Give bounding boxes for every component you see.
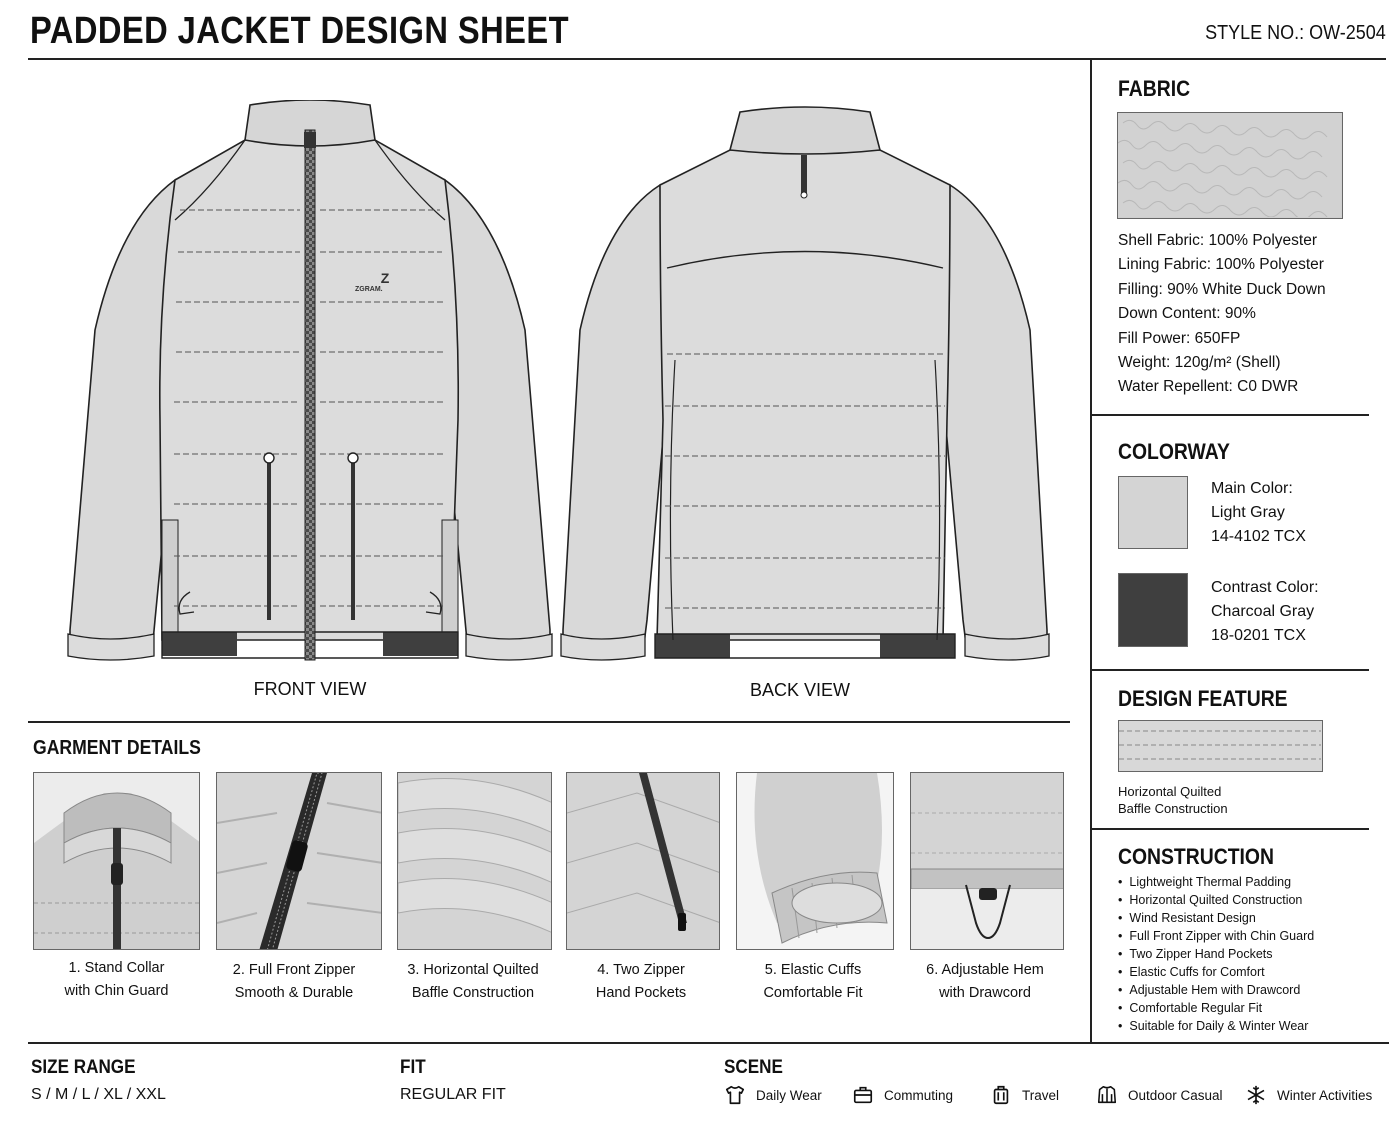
fabric-spec-shell: Shell Fabric: 100% Polyester <box>1118 232 1318 249</box>
contrast-color-label: Contrast Color: <box>1211 579 1319 596</box>
detail-caption-6-line1: 6. Adjustable Hem <box>926 962 1044 978</box>
fit-value: REGULAR FIT <box>400 1086 506 1103</box>
back-view-label: BACK VIEW <box>749 680 851 700</box>
detail-caption-3-line1: 3. Horizontal Quilted <box>407 962 539 978</box>
construction-item: Wind Resistant Design <box>1118 909 1314 927</box>
contrast-color-code: 18-0201 TCX <box>1211 627 1306 644</box>
details-divider <box>28 721 1070 723</box>
construction-item: Comfortable Regular Fit <box>1118 999 1314 1017</box>
detail-caption-1-line1: 1. Stand Collar <box>68 960 165 976</box>
scene-winter-activities: Winter Activities <box>1245 1084 1372 1106</box>
scene-heading: SCENE <box>724 1057 783 1078</box>
svg-text:Z: Z <box>381 270 390 286</box>
detail-image-elastic-cuff <box>736 772 894 950</box>
sidebar-divider <box>1090 60 1092 1042</box>
front-view-flat-sketch: Z <box>67 100 553 661</box>
detail-image-pocket-zipper <box>566 772 720 950</box>
detail-caption-5-line1: 5. Elastic Cuffs <box>764 962 862 978</box>
fabric-spec-list: Shell Fabric: 100% Polyester Lining Fabr… <box>1118 229 1326 400</box>
main-color-name: Light Gray <box>1211 504 1285 521</box>
snowflake-icon <box>1247 1085 1265 1105</box>
fabric-swatch <box>1117 112 1343 220</box>
construction-item: Two Zipper Hand Pockets <box>1118 945 1314 963</box>
back-view-flat-sketch <box>560 106 1050 661</box>
size-range-heading: SIZE RANGE <box>31 1057 136 1078</box>
detail-caption-1: 1. Stand Collar with Chin Guard <box>33 957 200 1003</box>
luggage-icon <box>993 1085 1009 1105</box>
jacket-icon <box>1097 1085 1117 1104</box>
construction-item: Adjustable Hem with Drawcord <box>1118 981 1314 999</box>
contrast-color-swatch <box>1118 573 1188 647</box>
fabric-spec-weight: Weight: 120g/m² (Shell) <box>1118 354 1281 372</box>
detail-image-front-zipper <box>216 772 382 950</box>
detail-caption-4: 4. Two Zipper Hand Pockets <box>566 959 716 1005</box>
detail-caption-4-line1: 4. Two Zipper <box>597 962 685 978</box>
logo-text: ZGRAM. <box>355 286 383 293</box>
fabric-divider <box>1092 414 1369 416</box>
design-feature-caption: Horizontal Quilted Baffle Construction <box>1118 783 1228 817</box>
header-divider <box>28 58 1386 60</box>
fabric-spec-water-repellent: Water Repellent: C0 DWR <box>1118 378 1299 396</box>
fit-heading: FIT <box>400 1057 426 1078</box>
detail-caption-2-line2: Smooth & Durable <box>234 985 354 1001</box>
scene-outdoor-casual: Outdoor Casual <box>1096 1084 1223 1106</box>
detail-image-stand-collar <box>33 772 200 950</box>
scene-commuting: Commuting <box>852 1084 953 1106</box>
detail-caption-5-line2: Comfortable Fit <box>763 985 863 1001</box>
front-view-label: FRONT VIEW <box>253 679 367 699</box>
quilting-swatch <box>1118 720 1323 772</box>
detail-caption-6-line2: with Drawcord <box>939 985 1031 1001</box>
main-color-info: Main Color: Light Gray 14-4102 TCX <box>1211 477 1306 549</box>
design-feature-line2: Baffle Construction <box>1118 801 1228 816</box>
scene-label: Winter Activities <box>1277 1087 1373 1103</box>
fabric-spec-down-content: Down Content: 90% <box>1118 305 1256 323</box>
design-feature-divider <box>1092 828 1369 830</box>
detail-caption-6: 6. Adjustable Hem with Drawcord <box>905 959 1065 1005</box>
construction-list: Lightweight Thermal Padding Horizontal Q… <box>1118 873 1314 1035</box>
scene-label: Commuting <box>884 1087 954 1103</box>
fabric-spec-fill-power: Fill Power: 650FP <box>1118 329 1241 347</box>
briefcase-icon <box>853 1086 873 1104</box>
fabric-spec-filling: Filling: 90% White Duck Down <box>1118 280 1326 298</box>
construction-item: Suitable for Daily & Winter Wear <box>1118 1017 1314 1035</box>
detail-image-drawcord-hem <box>910 772 1064 950</box>
scene-label: Outdoor Casual <box>1128 1087 1223 1103</box>
page-title: PADDED JACKET DESIGN SHEET <box>30 10 569 52</box>
design-feature-line1: Horizontal Quilted <box>1118 784 1222 799</box>
detail-image-quilting <box>397 772 552 950</box>
garment-details-heading: GARMENT DETAILS <box>33 737 201 759</box>
detail-caption-3-line2: Baffle Construction <box>411 985 535 1001</box>
construction-item: Elastic Cuffs for Comfort <box>1118 963 1314 981</box>
detail-caption-3: 3. Horizontal Quilted Baffle Constructio… <box>390 959 556 1005</box>
main-color-label: Main Color: <box>1211 480 1293 497</box>
detail-caption-4-line2: Hand Pockets <box>595 985 687 1001</box>
main-color-code: 14-4102 TCX <box>1211 528 1306 545</box>
detail-caption-2-line1: 2. Full Front Zipper <box>232 962 356 978</box>
tshirt-icon <box>725 1085 745 1105</box>
detail-caption-5: 5. Elastic Cuffs Comfortable Fit <box>737 959 889 1005</box>
contrast-color-name: Charcoal Gray <box>1211 603 1315 620</box>
scene-label: Daily Wear <box>756 1087 822 1103</box>
size-range-values: S / M / L / XL / XXL <box>31 1086 166 1103</box>
construction-item: Horizontal Quilted Construction <box>1118 891 1314 909</box>
footer-divider <box>28 1042 1389 1044</box>
scene-label: Travel <box>1022 1087 1060 1103</box>
style-number: STYLE NO.: OW-2504 <box>1205 22 1386 44</box>
scene-daily-wear: Daily Wear <box>724 1084 822 1106</box>
detail-caption-1-line2: with Chin Guard <box>64 983 169 999</box>
colorway-heading: COLORWAY <box>1118 439 1230 464</box>
scene-travel: Travel <box>990 1084 1059 1106</box>
construction-item: Lightweight Thermal Padding <box>1118 873 1314 891</box>
colorway-divider <box>1092 669 1369 671</box>
construction-heading: CONSTRUCTION <box>1118 844 1274 869</box>
design-feature-heading: DESIGN FEATURE <box>1118 686 1288 711</box>
detail-caption-2: 2. Full Front Zipper Smooth & Durable <box>211 959 377 1005</box>
contrast-color-info: Contrast Color: Charcoal Gray 18-0201 TC… <box>1211 576 1319 648</box>
fabric-heading: FABRIC <box>1118 76 1191 101</box>
main-color-swatch <box>1118 476 1188 549</box>
fabric-spec-lining: Lining Fabric: 100% Polyester <box>1118 256 1324 274</box>
construction-item: Full Front Zipper with Chin Guard <box>1118 927 1314 945</box>
